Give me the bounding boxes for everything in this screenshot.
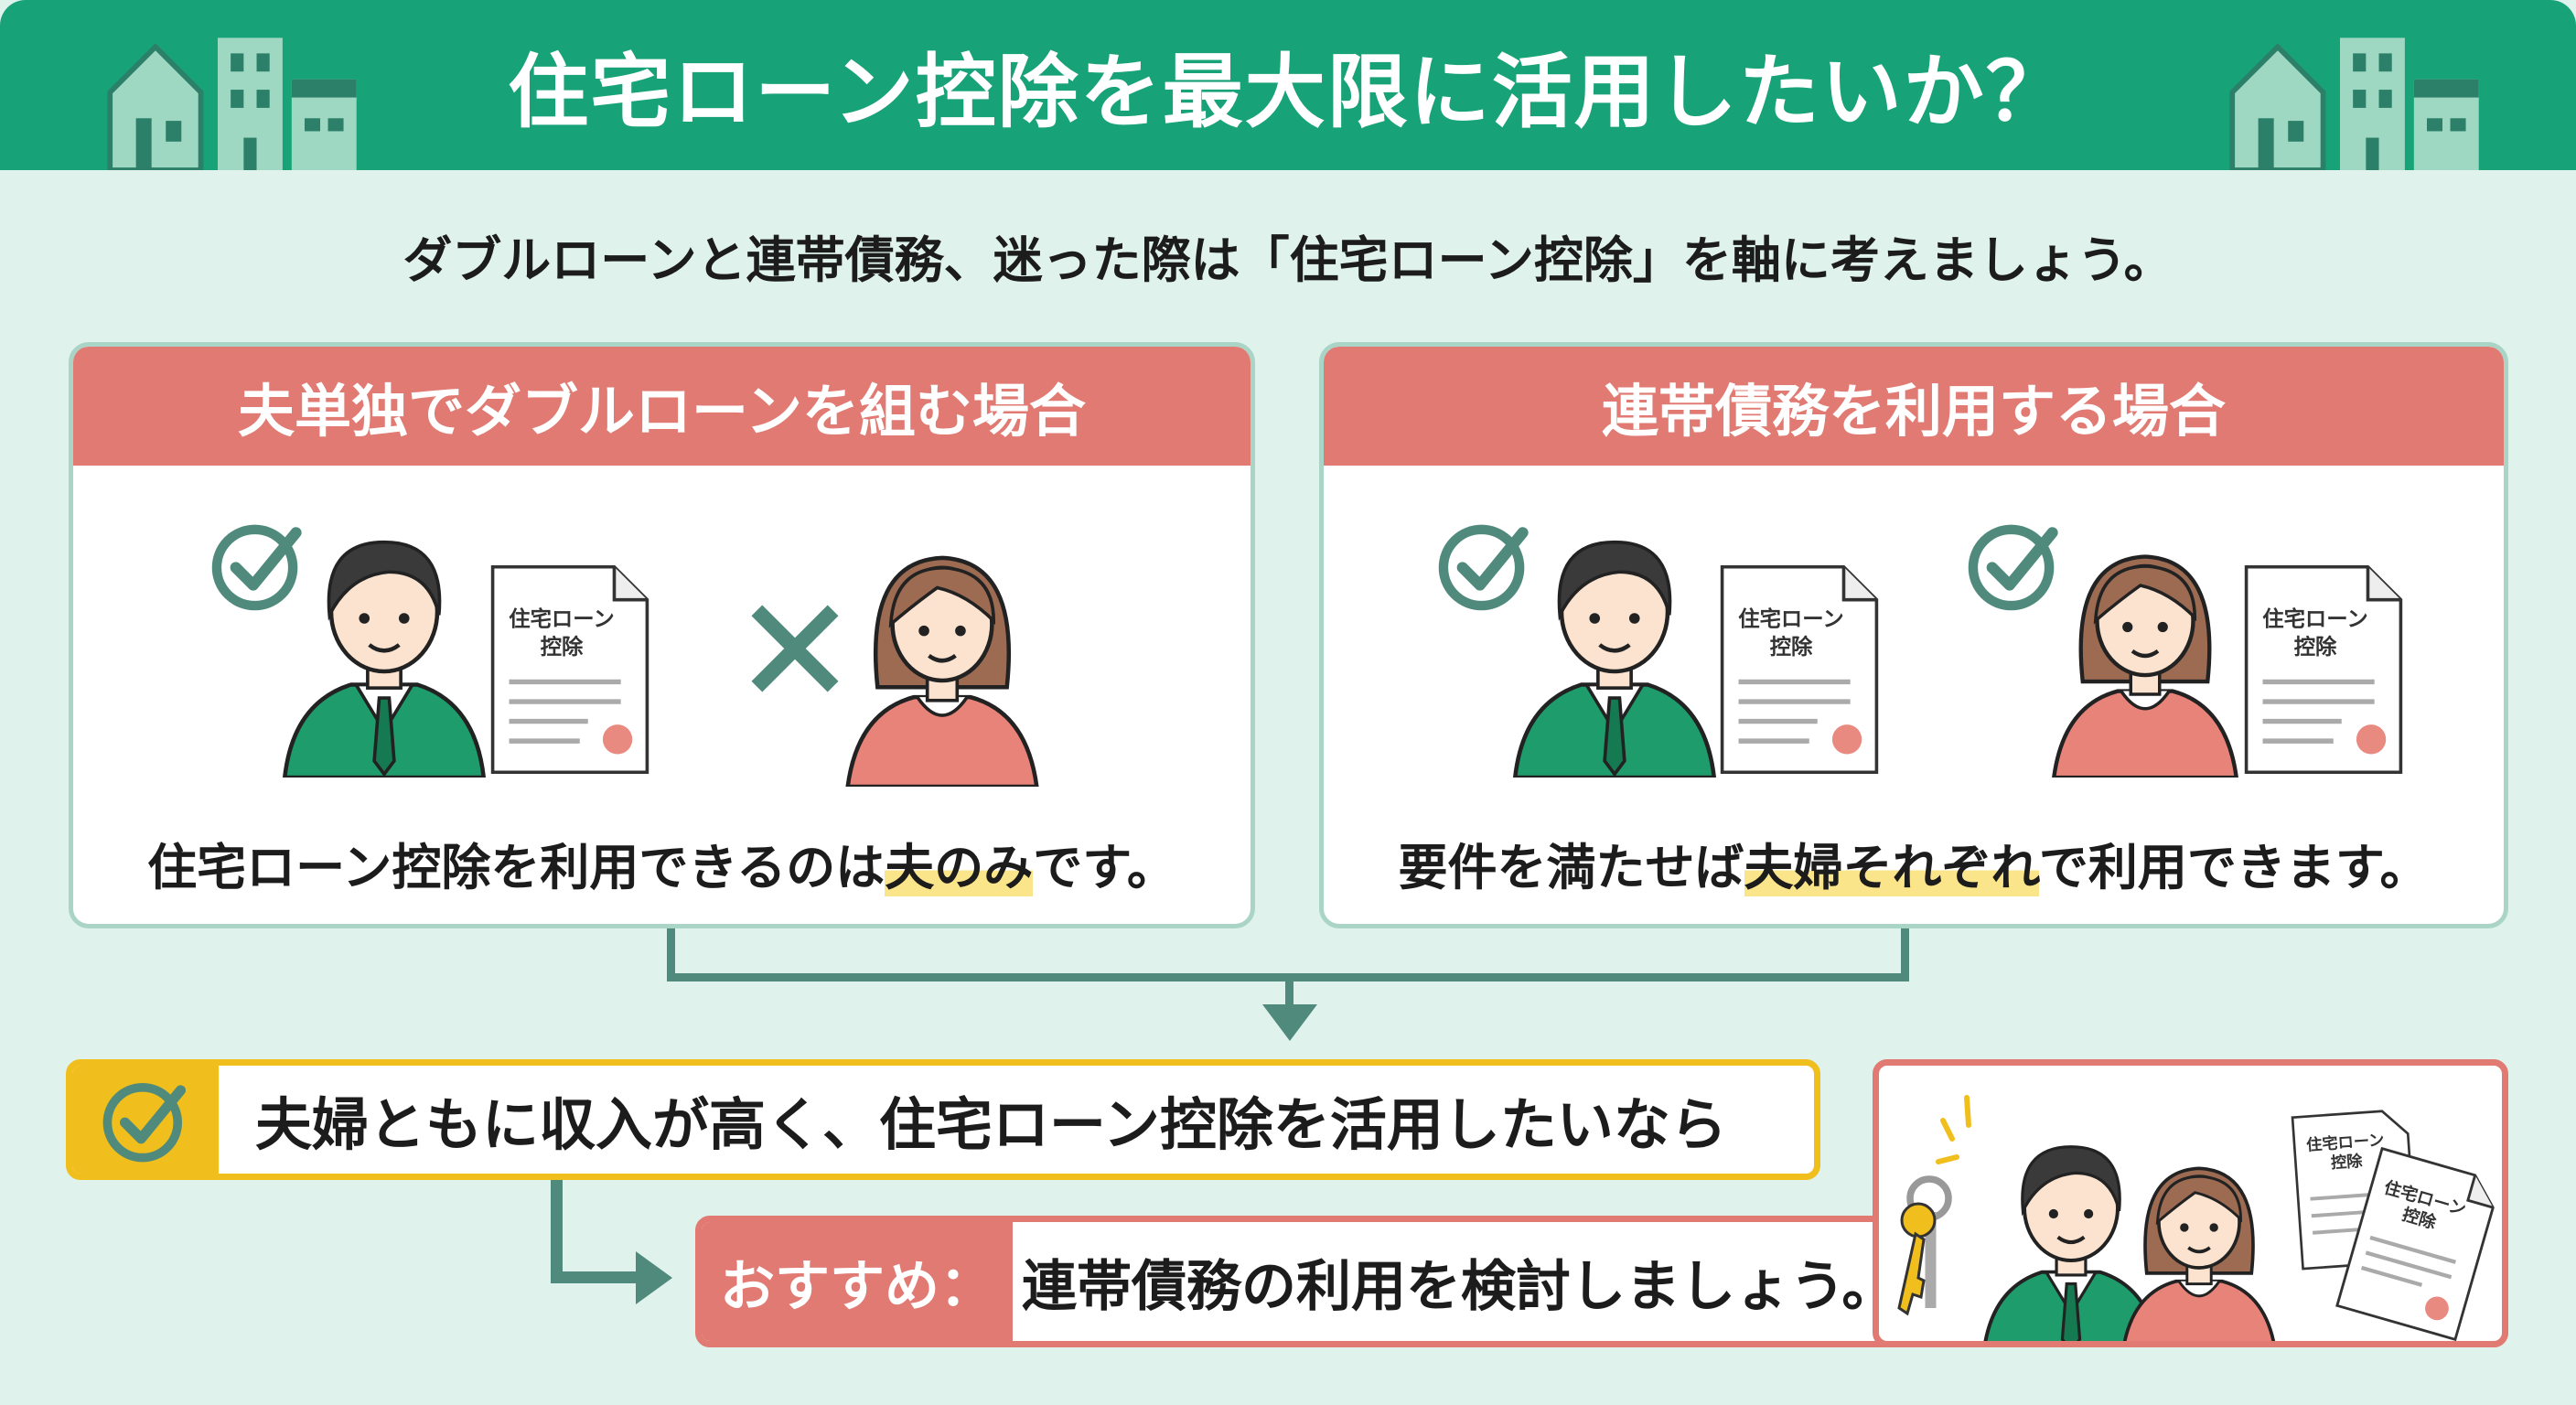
- arrow-down-icon: [1262, 1004, 1317, 1041]
- connector-line: [1901, 928, 1909, 981]
- card-title: 夫単独でダブルローンを組む場合: [73, 347, 1250, 466]
- svg-text:住宅ローン: 住宅ローン: [2262, 606, 2367, 631]
- check-icon: [102, 1076, 189, 1164]
- connector-line: [551, 1271, 642, 1283]
- cross-icon: [751, 605, 839, 692]
- arrow-right-icon: [636, 1251, 672, 1304]
- card-joint-debt: 連帯債務を利用する場合 要件を満たせば夫婦それぞれで利用できます。: [1319, 342, 2508, 928]
- connector-line: [667, 928, 675, 981]
- card-double-loan: 夫単独でダブルローンを組む場合 住宅ローン控除を利用できるのは夫のみです。: [69, 342, 1255, 928]
- check-icon-badge: [72, 1066, 219, 1174]
- husband-illustration: [274, 512, 494, 778]
- svg-text:住宅ローン: 住宅ローン: [509, 606, 614, 631]
- recommendation-label: おすすめ：: [702, 1222, 1013, 1341]
- sparkle-icon: [1936, 1095, 1971, 1164]
- document-icon: 住宅ローン控除: [490, 564, 649, 775]
- wife-illustration: [832, 521, 1052, 787]
- document-icon: 住宅ローン控除: [1720, 564, 1879, 775]
- connector-line: [551, 1180, 563, 1282]
- header-banner: [0, 0, 2576, 170]
- husband-illustration: [1505, 512, 1724, 778]
- card-title: 連帯債務を利用する場合: [1324, 347, 2504, 466]
- svg-text:住宅ローン: 住宅ローン: [1738, 606, 1843, 631]
- key-icon: [1897, 1175, 1952, 1316]
- subtitle: ダブルローンと連帯債務、迷った際は「住宅ローン控除」を軸に考えましょう。: [402, 231, 2174, 289]
- document-icon: 住宅ローン控除: [2244, 564, 2403, 775]
- couple-illustration-panel: 住宅ローン控除 住宅ローン控除: [1873, 1059, 2508, 1347]
- svg-text:控除: 控除: [541, 634, 584, 660]
- page-title: 住宅ローン控除を最大限に活用したいか？: [508, 44, 2068, 139]
- svg-text:控除: 控除: [1770, 634, 1813, 660]
- card-caption: 要件を満たせば夫婦それぞれで利用できます。: [1398, 839, 2430, 896]
- document-icon: 住宅ローン控除: [2335, 1146, 2495, 1341]
- connector-line: [1285, 973, 1293, 1010]
- card-caption: 住宅ローン控除を利用できるのは夫のみです。: [147, 839, 1176, 896]
- recommendation-text: 連帯債務の利用を検討しましょう。: [1022, 1254, 1897, 1319]
- svg-text:控除: 控除: [2294, 634, 2337, 660]
- svg-text:控除: 控除: [2330, 1152, 2364, 1173]
- condition-box: 夫婦ともに収入が高く、住宅ローン控除を活用したいなら: [66, 1059, 1820, 1180]
- wife-illustration: [2040, 521, 2250, 778]
- wife-illustration: [2108, 1139, 2291, 1347]
- condition-text: 夫婦ともに収入が高く、住宅ローン控除を活用したいなら: [255, 1091, 1727, 1158]
